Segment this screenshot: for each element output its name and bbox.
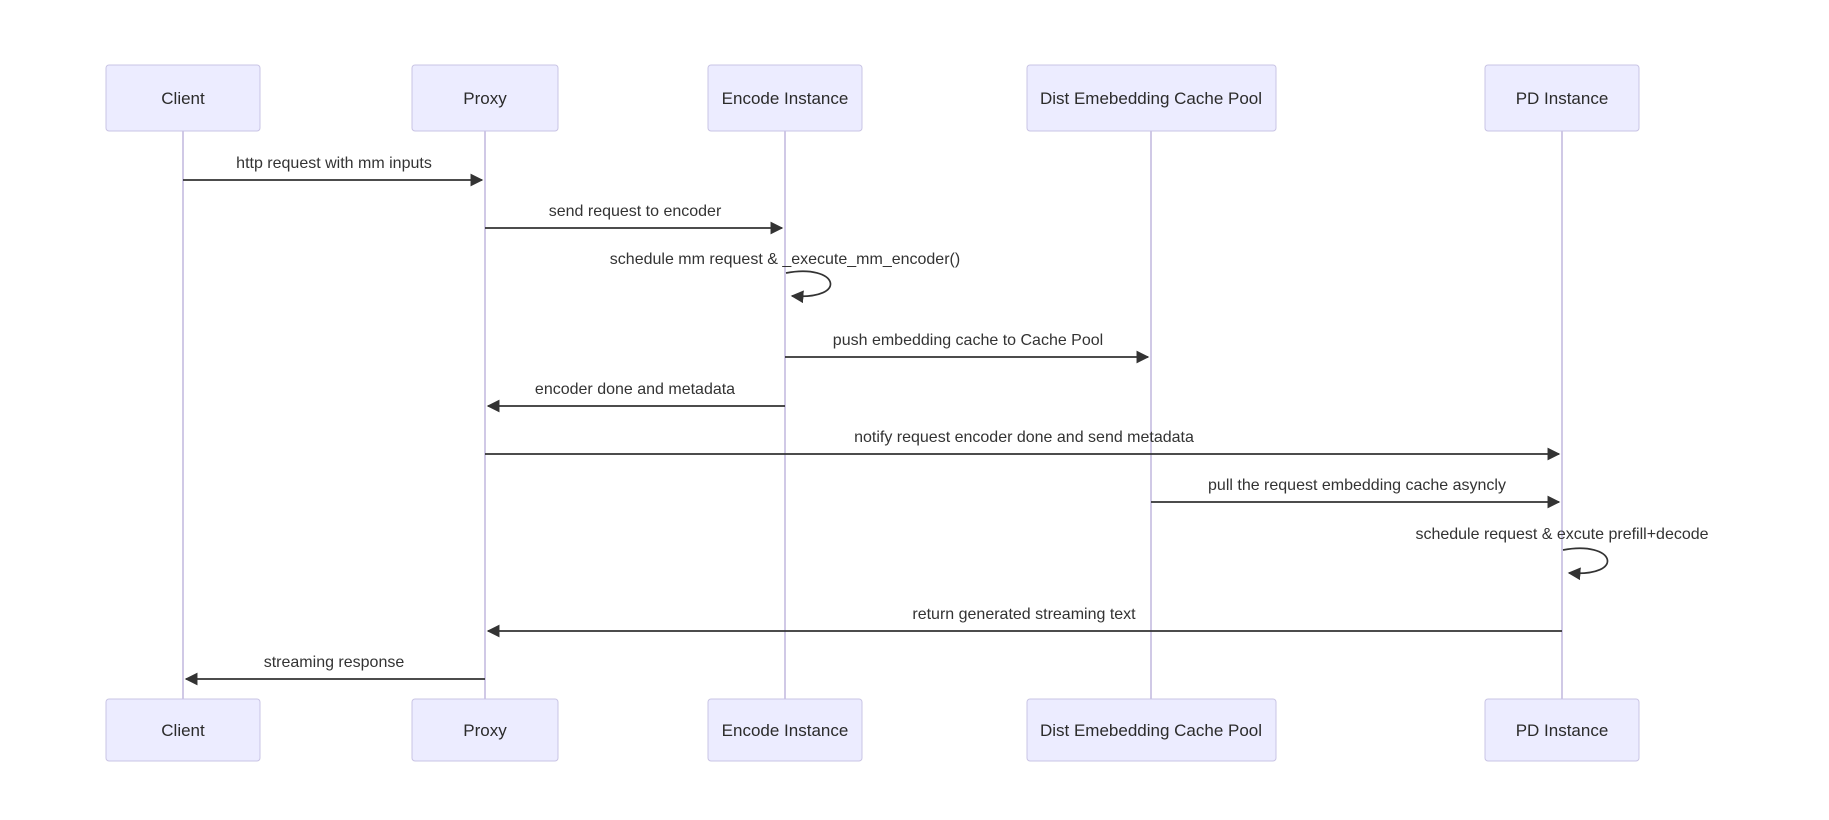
actor-label-dist-embedding-cache-pool-top: Dist Emebedding Cache Pool [1040,89,1262,108]
self-loop-encode-instance [785,270,832,304]
participant-encode-instance-bottom: Encode Instance [707,698,863,762]
actor-label-encode-instance-top: Encode Instance [722,89,849,108]
actor-box-proxy-bottom [411,698,559,762]
actor-label-encode-instance-bottom: Encode Instance [722,721,849,740]
actor-label-pd-instance-top: PD Instance [1516,89,1609,108]
participant-encode-instance-top: Encode Instance [707,64,863,132]
actor-box-dist-embedding-cache-pool-bottom [1026,698,1277,762]
actor-box-proxy-top [411,64,559,132]
message-label-7: pull the request embedding cache asyncly [1208,477,1506,494]
actor-label-client-bottom: Client [161,721,205,740]
actor-box-pd-instance-top [1484,64,1640,132]
message-label-6: notify request encoder done and send met… [854,429,1194,446]
participant-dist-embedding-cache-pool-top: Dist Emebedding Cache Pool [1026,64,1277,132]
message-label-2: send request to encoder [549,203,722,220]
participant-pd-instance-top: PD Instance [1484,64,1640,132]
participant-pd-instance-bottom: PD Instance [1484,698,1640,762]
message-label-10: streaming response [264,654,405,671]
message-label-5: encoder done and metadata [535,381,735,398]
self-loop-pd-instance [1562,547,1609,581]
message-label-1: http request with mm inputs [236,155,432,172]
actor-label-proxy-bottom: Proxy [463,721,507,740]
participant-client-bottom: Client [105,698,261,762]
actor-label-proxy-top: Proxy [463,89,507,108]
participant-proxy-bottom: Proxy [411,698,559,762]
message-label-9: return generated streaming text [912,606,1136,623]
actor-box-encode-instance-top [707,64,863,132]
message-label-3: schedule mm request & _execute_mm_encode… [610,251,960,268]
message-label-4: push embedding cache to Cache Pool [833,332,1103,349]
actor-box-dist-embedding-cache-pool-top [1026,64,1277,132]
participant-dist-embedding-cache-pool-bottom: Dist Emebedding Cache Pool [1026,698,1277,762]
participant-proxy-top: Proxy [411,64,559,132]
actor-box-client-bottom [105,698,261,762]
actor-label-client-top: Client [161,89,205,108]
actor-label-pd-instance-bottom: PD Instance [1516,721,1609,740]
actor-box-encode-instance-bottom [707,698,863,762]
actor-box-pd-instance-bottom [1484,698,1640,762]
message-label-8: schedule request & excute prefill+decode [1415,526,1708,543]
actor-label-dist-embedding-cache-pool-bottom: Dist Emebedding Cache Pool [1040,721,1262,740]
participant-client-top: Client [105,64,261,132]
actor-box-client-top [105,64,261,132]
